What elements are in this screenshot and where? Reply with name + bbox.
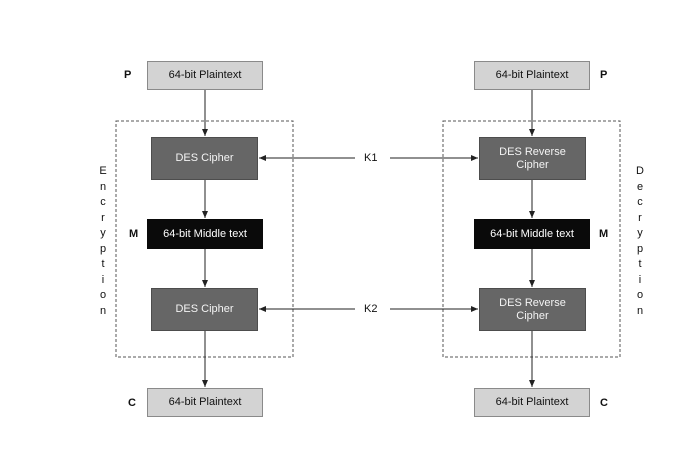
- left-des-cipher-2: DES Cipher: [151, 288, 258, 331]
- left-des-cipher-1: DES Cipher: [151, 137, 258, 180]
- encryption-side-label: E n c r y p t i o n: [99, 165, 107, 317]
- decryption-side-label: D e c r y p t i o n: [636, 165, 644, 317]
- key-k2-label: K2: [364, 303, 378, 315]
- left-plaintext-input-box: 64-bit Plaintext: [147, 61, 263, 90]
- right-middle-label: M: [599, 228, 609, 240]
- left-output-label: C: [128, 397, 136, 409]
- right-des-reverse-cipher-1: DES Reverse Cipher: [479, 137, 586, 180]
- right-plaintext-input-box: 64-bit Plaintext: [474, 61, 590, 90]
- right-plaintext-output-box: 64-bit Plaintext: [474, 388, 590, 417]
- right-des-reverse-cipher-2: DES Reverse Cipher: [479, 288, 586, 331]
- right-input-label: P: [600, 69, 608, 81]
- left-input-label: P: [124, 69, 132, 81]
- right-middle-text-box: 64-bit Middle text: [474, 219, 590, 249]
- right-output-label: C: [600, 397, 608, 409]
- left-middle-label: M: [129, 228, 139, 240]
- key-k1-label: K1: [364, 152, 378, 164]
- left-plaintext-output-box: 64-bit Plaintext: [147, 388, 263, 417]
- left-middle-text-box: 64-bit Middle text: [147, 219, 263, 249]
